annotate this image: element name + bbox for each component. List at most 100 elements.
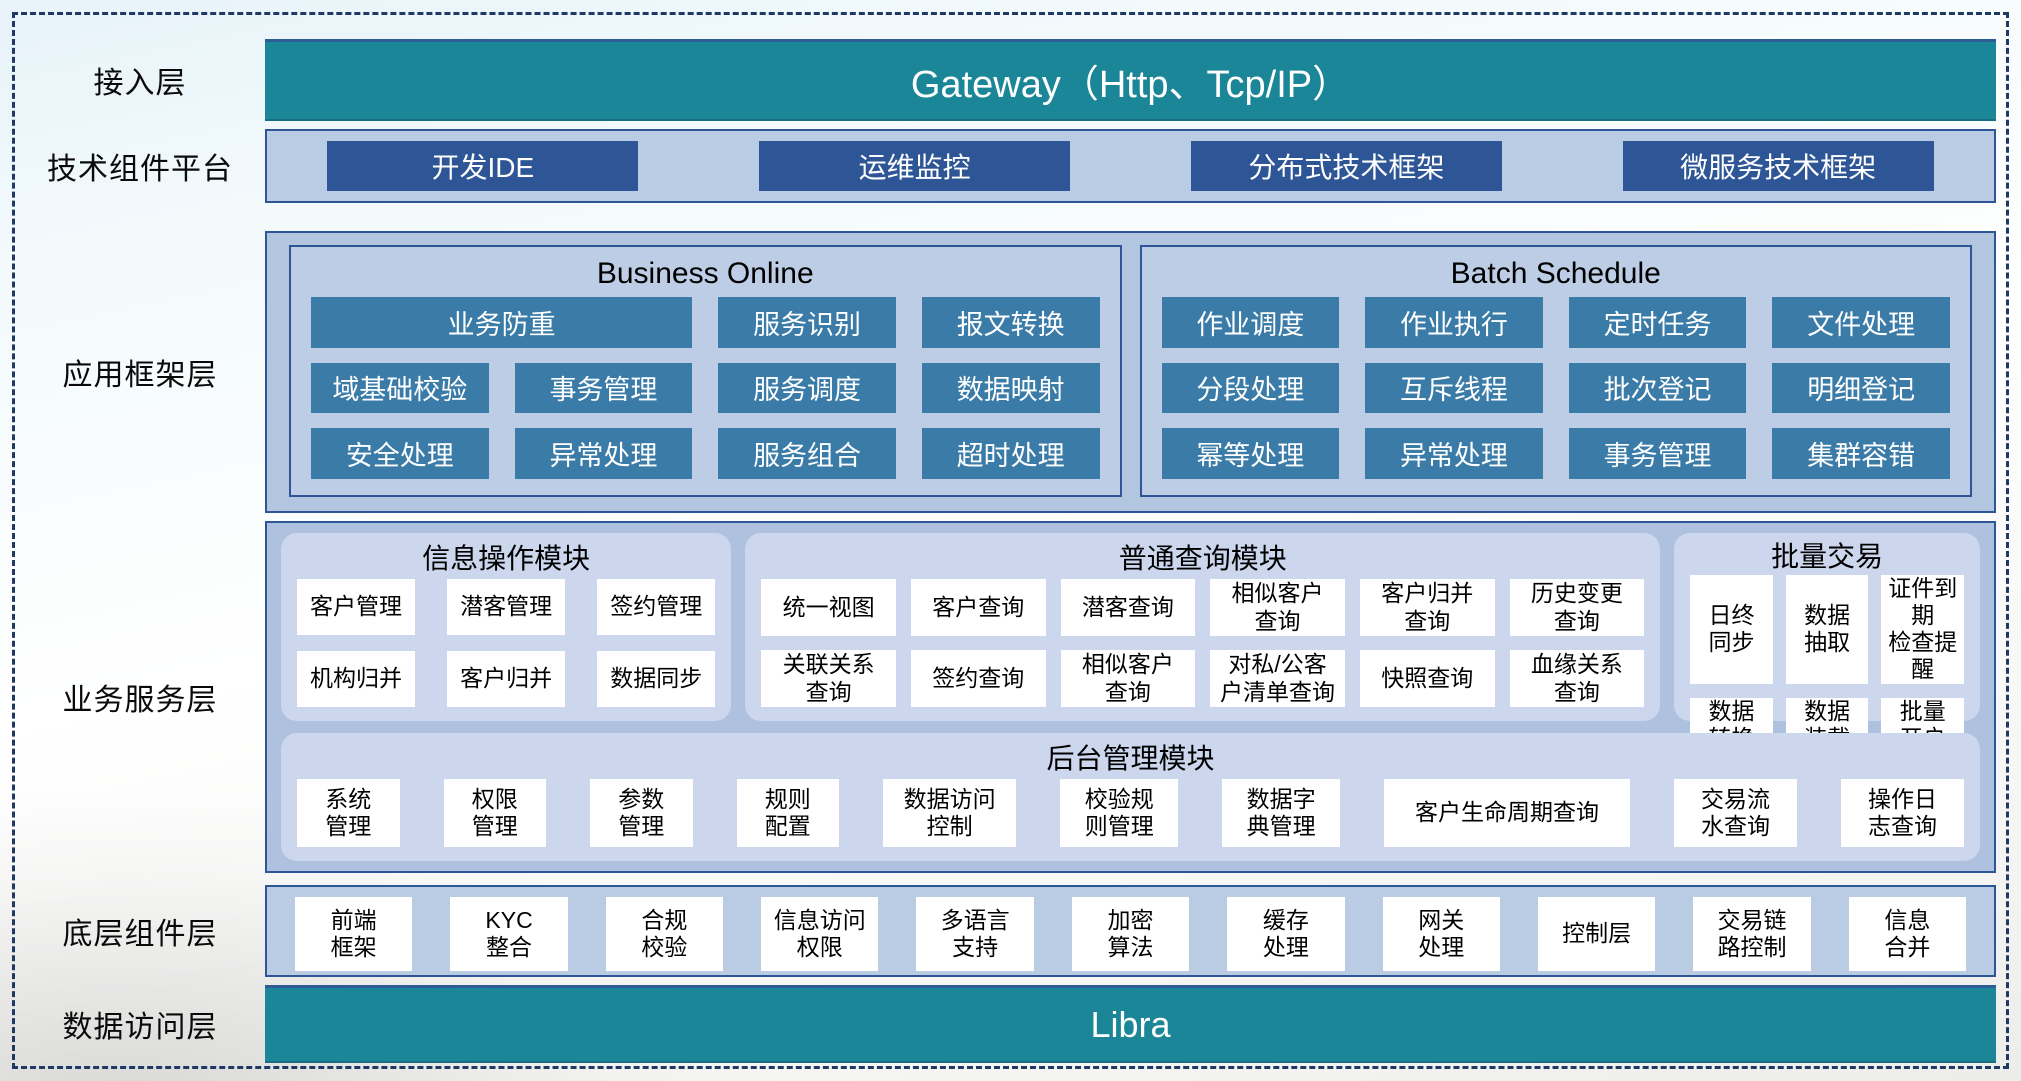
base-component-item: 缓存 处理 xyxy=(1227,897,1345,971)
business-online-item: 服务组合 xyxy=(718,428,896,479)
tech-platform-container: 开发IDE 运维监控 分布式技术框架 微服务技术框架 xyxy=(265,129,1996,203)
layer-label-app-framework: 应用框架层 xyxy=(62,359,218,392)
libra-bar: Libra xyxy=(265,985,1996,1063)
general-query-item: 快照查询 xyxy=(1359,650,1495,707)
tech-item: 开发IDE xyxy=(327,141,639,191)
batch-schedule-item: 异常处理 xyxy=(1365,428,1543,479)
layer-label-tech-platform: 技术组件平台 xyxy=(47,153,233,186)
admin-item: 系统 管理 xyxy=(297,779,400,847)
batch-schedule-title: Batch Schedule xyxy=(1450,257,1661,290)
layer-access: 接入层 Gateway（Http、Tcp/IP） xyxy=(15,39,1996,121)
info-ops-item: 潜客管理 xyxy=(447,579,566,635)
layer-label-business-service: 业务服务层 xyxy=(62,684,218,717)
batch-schedule-item: 幂等处理 xyxy=(1161,428,1340,479)
layer-base-components: 底层组件层 前端 框架 KYC 整合 合规 校验 信息访问 权限 多语言 支持 … xyxy=(15,885,1996,977)
admin-item: 客户生命周期查询 xyxy=(1384,779,1630,847)
dashed-frame: 接入层 Gateway（Http、Tcp/IP） 技术组件平台 开发IDE 运维… xyxy=(12,12,2009,1069)
tech-item: 微服务技术框架 xyxy=(1622,141,1934,191)
business-online-item: 服务调度 xyxy=(718,362,896,414)
base-components-container: 前端 框架 KYC 整合 合规 校验 信息访问 权限 多语言 支持 加密 算法 … xyxy=(265,885,1996,977)
tech-item: 运维监控 xyxy=(759,141,1071,191)
info-ops-item: 签约管理 xyxy=(597,579,716,635)
business-online-item: 业务防重 xyxy=(311,297,693,348)
admin-item: 数据访问 控制 xyxy=(883,779,1017,847)
batch-schedule-item: 批次登记 xyxy=(1568,362,1747,414)
admin-item: 数据字 典管理 xyxy=(1222,779,1340,847)
base-component-item: 网关 处理 xyxy=(1382,897,1500,971)
general-query-item: 对私/公客 户清单查询 xyxy=(1210,650,1345,707)
admin-panel: 后台管理模块 系统 管理 权限 管理 参数 管理 规则 配置 数据访问 控制 校… xyxy=(281,733,1980,861)
info-ops-item: 客户归并 xyxy=(447,651,566,707)
batch-schedule-item: 文件处理 xyxy=(1772,297,1950,348)
business-online-item: 事务管理 xyxy=(514,362,693,414)
info-ops-grid: 客户管理 潜客管理 签约管理 机构归并 客户归并 数据同步 xyxy=(297,579,716,707)
business-online-grid: 业务防重 服务识别 报文转换 域基础校验 事务管理 服务调度 数据映射 安全处理… xyxy=(311,297,1100,479)
business-online-item: 超时处理 xyxy=(921,428,1100,479)
admin-grid: 系统 管理 权限 管理 参数 管理 规则 配置 数据访问 控制 校验规 则管理 … xyxy=(297,779,1964,847)
general-query-item: 客户归并 查询 xyxy=(1359,579,1495,636)
batch-schedule-item: 明细登记 xyxy=(1772,362,1950,414)
batch-schedule-item: 事务管理 xyxy=(1568,428,1747,479)
general-query-item: 签约查询 xyxy=(910,650,1046,707)
batch-trade-item: 数据 抽取 xyxy=(1785,575,1869,684)
general-query-item: 客户查询 xyxy=(910,579,1046,636)
business-online-item: 数据映射 xyxy=(921,362,1100,414)
batch-schedule-item: 集群容错 xyxy=(1772,428,1950,479)
layer-business-service: 业务服务层 信息操作模块 客户管理 潜客管理 签约管理 机构归并 客户归并 xyxy=(15,521,1996,873)
base-component-item: 合规 校验 xyxy=(605,897,724,971)
base-component-item: 前端 框架 xyxy=(295,897,413,971)
business-online-title: Business Online xyxy=(596,257,814,290)
admin-item: 操作日 志查询 xyxy=(1841,779,1964,847)
general-query-item: 血缘关系 查询 xyxy=(1509,650,1645,707)
general-query-item: 统一视图 xyxy=(761,579,896,636)
layer-label-data-access: 数据访问层 xyxy=(62,1011,218,1044)
tech-item: 分布式技术框架 xyxy=(1190,141,1502,191)
layer-label-access: 接入层 xyxy=(93,67,187,100)
layer-tech-platform: 技术组件平台 开发IDE 运维监控 分布式技术框架 微服务技术框架 xyxy=(15,129,1996,203)
info-ops-item: 数据同步 xyxy=(597,651,716,707)
batch-schedule-panel: Batch Schedule 作业调度 作业执行 定时任务 文件处理 分段处理 … xyxy=(1139,245,1972,497)
layer-app-framework: 应用框架层 Business Online 业务防重 服务识别 报文转换 域基础… xyxy=(15,231,1996,513)
batch-trade-title: 批量交易 xyxy=(1771,541,1884,572)
base-component-item: 交易链 路控制 xyxy=(1693,897,1811,971)
layer-label-base-components: 底层组件层 xyxy=(62,918,218,951)
info-ops-item: 客户管理 xyxy=(297,579,416,635)
general-query-item: 相似客户 查询 xyxy=(1060,650,1196,707)
batch-schedule-item: 定时任务 xyxy=(1568,297,1747,348)
base-component-item: KYC 整合 xyxy=(450,897,568,971)
admin-item: 权限 管理 xyxy=(443,779,546,847)
general-query-item: 历史变更 查询 xyxy=(1509,579,1645,636)
base-component-item: 加密 算法 xyxy=(1071,897,1190,971)
business-service-container: 信息操作模块 客户管理 潜客管理 签约管理 机构归并 客户归并 数据同步 xyxy=(265,521,1996,873)
base-component-item: 信息 合并 xyxy=(1848,897,1966,971)
business-online-item: 异常处理 xyxy=(514,428,693,479)
gateway-bar: Gateway（Http、Tcp/IP） xyxy=(265,39,1996,121)
general-query-item: 关联关系 查询 xyxy=(761,650,896,707)
general-query-title: 普通查询模块 xyxy=(1118,543,1287,574)
admin-item: 交易流 水查询 xyxy=(1674,779,1797,847)
base-component-item: 信息访问 权限 xyxy=(761,897,879,971)
admin-title: 后台管理模块 xyxy=(1046,743,1215,774)
general-query-item: 潜客查询 xyxy=(1060,579,1196,636)
layer-data-access: 数据访问层 Libra xyxy=(15,985,1996,1063)
batch-schedule-item: 互斥线程 xyxy=(1365,362,1543,414)
business-online-item: 报文转换 xyxy=(921,297,1100,348)
business-online-item: 服务识别 xyxy=(718,297,896,348)
batch-trade-item: 证件到期 检查提醒 xyxy=(1881,575,1964,684)
batch-trade-item: 日终 同步 xyxy=(1690,575,1773,684)
admin-item: 校验规 则管理 xyxy=(1060,779,1179,847)
batch-schedule-item: 分段处理 xyxy=(1161,362,1340,414)
info-ops-panel: 信息操作模块 客户管理 潜客管理 签约管理 机构归并 客户归并 数据同步 xyxy=(281,533,732,721)
base-component-item: 控制层 xyxy=(1537,897,1656,971)
admin-item: 参数 管理 xyxy=(590,779,693,847)
batch-schedule-item: 作业调度 xyxy=(1161,297,1340,348)
batch-schedule-grid: 作业调度 作业执行 定时任务 文件处理 分段处理 互斥线程 批次登记 明细登记 … xyxy=(1161,297,1950,479)
general-query-panel: 普通查询模块 统一视图 客户查询 潜客查询 相似客户 查询 客户归并 查询 历史… xyxy=(745,533,1661,721)
business-online-item: 安全处理 xyxy=(311,428,489,479)
admin-item: 规则 配置 xyxy=(736,779,839,847)
business-online-panel: Business Online 业务防重 服务识别 报文转换 域基础校验 事务管… xyxy=(289,245,1122,497)
info-ops-title: 信息操作模块 xyxy=(422,543,591,574)
general-query-grid: 统一视图 客户查询 潜客查询 相似客户 查询 客户归并 查询 历史变更 查询 关… xyxy=(761,579,1645,707)
app-framework-container: Business Online 业务防重 服务识别 报文转换 域基础校验 事务管… xyxy=(265,231,1996,513)
